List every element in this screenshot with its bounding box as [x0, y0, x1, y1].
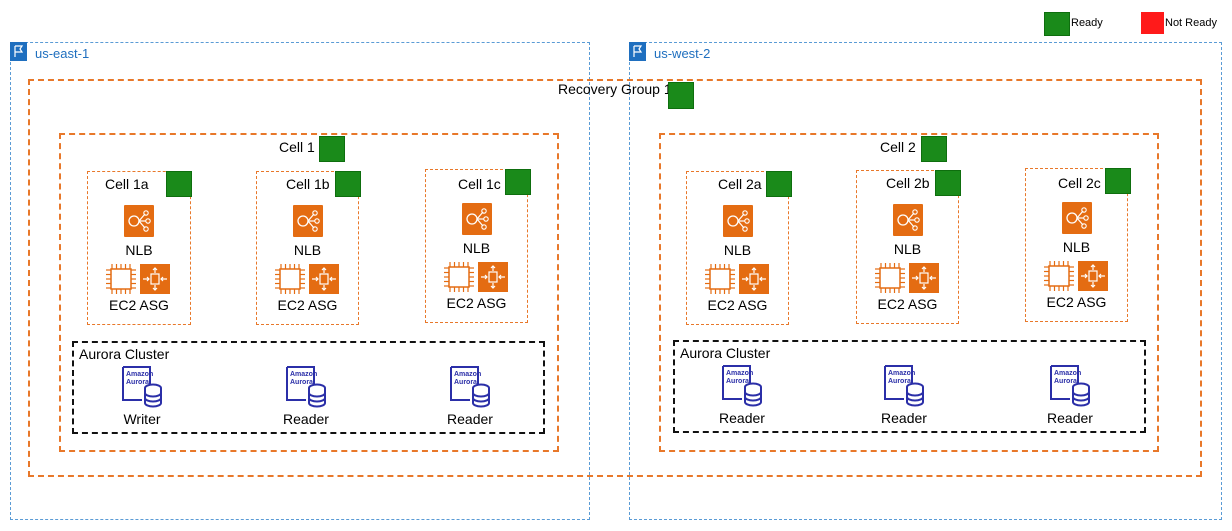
aurora-icon-text: Aurora: [726, 378, 749, 385]
ec2-instance-icon: [704, 264, 735, 294]
auto-scaling-icon: [738, 264, 769, 294]
subcell-status: [935, 170, 961, 196]
subcell-box: [686, 171, 789, 325]
nlb-icon: [292, 205, 323, 237]
aurora-icon-text: Aurora: [126, 379, 149, 386]
auto-scaling-icon: [308, 264, 339, 294]
subcell-label: Cell 1a: [105, 176, 149, 192]
auto-scaling-icon: [1077, 261, 1108, 291]
aurora-icon-text: Amazon: [290, 371, 317, 378]
ec2-instance-icon: [874, 263, 905, 293]
asg-label: EC2 ASG: [446, 295, 507, 311]
aurora-icon-text: Amazon: [888, 370, 915, 377]
aurora-node-label: Reader: [881, 410, 927, 426]
aurora-cluster-title: Aurora Cluster: [680, 345, 771, 361]
nlb-icon: [892, 204, 923, 236]
cell-box: [659, 133, 1159, 452]
region-label: us-west-2: [654, 46, 711, 61]
aurora-icon-text: Aurora: [1054, 378, 1077, 385]
ec2-instance-icon: [443, 262, 474, 292]
asg-label: EC2 ASG: [109, 297, 169, 313]
subcell-status: [166, 171, 192, 197]
aurora-cluster-title: Aurora Cluster: [79, 346, 170, 362]
aurora-icon-text: Aurora: [888, 378, 911, 385]
aurora-icon-text: Aurora: [290, 379, 313, 386]
auto-scaling-icon: [477, 262, 508, 292]
nlb-icon: [461, 203, 492, 235]
flag-icon: [10, 42, 27, 61]
region-us-east-1: us-east-1: [10, 42, 590, 520]
recovery-group-status: [668, 82, 694, 109]
nlb-label: NLB: [1062, 239, 1091, 255]
recovery-group-box: [28, 79, 1202, 477]
cell-box: [59, 133, 559, 452]
aurora-node-label: Reader: [283, 411, 329, 427]
cell-status: [319, 136, 345, 162]
ec2-instance-icon: [106, 264, 136, 294]
subcell-box: [856, 170, 959, 324]
asg-label: EC2 ASG: [277, 297, 338, 313]
nlb-icon: [1061, 202, 1092, 234]
aurora-cluster-box: [72, 341, 545, 434]
nlb-label: NLB: [723, 242, 752, 258]
flag-icon: [629, 42, 646, 61]
legend-not-ready-swatch: [1141, 12, 1164, 34]
recovery-group-label: Recovery Group 1: [558, 81, 672, 97]
aurora-icon-text: Amazon: [726, 370, 753, 377]
subcell-status: [505, 169, 531, 195]
cell-label: Cell 1: [279, 139, 315, 155]
asg-label: EC2 ASG: [1046, 294, 1107, 310]
aurora-node-label: Writer: [123, 411, 161, 427]
nlb-label: NLB: [462, 240, 491, 256]
subcell-label: Cell 2a: [718, 176, 762, 192]
nlb-label: NLB: [125, 242, 153, 258]
aurora-node-label: Reader: [447, 411, 493, 427]
auto-scaling-icon: [908, 263, 939, 293]
subcell-box: [256, 171, 359, 325]
nlb-icon: [722, 205, 753, 237]
aurora-cluster-box: [673, 340, 1146, 433]
subcell-label: Cell 1c: [458, 176, 501, 192]
subcell-status: [1105, 168, 1131, 194]
aurora-node-label: Reader: [1047, 410, 1093, 426]
subcell-box: [425, 169, 528, 323]
aurora-icon-text: Amazon: [1054, 370, 1081, 377]
aurora-icon-text: Amazon: [126, 371, 153, 378]
asg-label: EC2 ASG: [877, 296, 938, 312]
legend-not-ready-label: Not Ready: [1165, 17, 1217, 29]
legend-ready-swatch: [1044, 12, 1070, 36]
asg-label: EC2 ASG: [707, 297, 768, 313]
aurora-node-label: Reader: [719, 410, 765, 426]
subcell-status: [766, 171, 792, 197]
subcell-label: Cell 2c: [1058, 175, 1101, 191]
aurora-icon-text: Amazon: [454, 371, 481, 378]
cell-label: Cell 2: [880, 139, 916, 155]
subcell-box: [87, 171, 191, 325]
subcell-label: Cell 1b: [286, 176, 330, 192]
region-us-west-2: us-west-2: [629, 42, 1222, 520]
nlb-icon: [124, 205, 154, 237]
cell-status: [921, 136, 947, 162]
region-label: us-east-1: [35, 46, 90, 61]
legend-ready-label: Ready: [1071, 17, 1103, 29]
auto-scaling-icon: [140, 264, 170, 294]
aurora-icon-text: Aurora: [454, 379, 477, 386]
ec2-instance-icon: [274, 264, 305, 294]
nlb-label: NLB: [893, 241, 922, 257]
subcell-label: Cell 2b: [886, 175, 930, 191]
subcell-status: [335, 171, 361, 197]
subcell-box: [1025, 168, 1128, 322]
ec2-instance-icon: [1043, 261, 1074, 291]
nlb-label: NLB: [293, 242, 322, 258]
